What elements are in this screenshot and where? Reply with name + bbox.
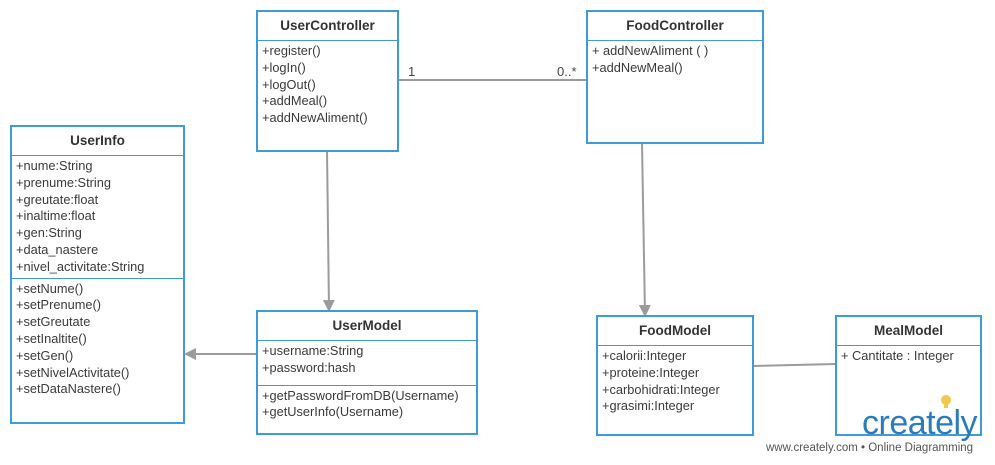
method: +logOut() <box>262 76 316 92</box>
association-foodmodel-mealmodel[interactable] <box>752 363 837 367</box>
attributes-section: + Cantitate : Integer <box>837 346 980 367</box>
attribute: +nivel_activitate:String <box>16 258 145 274</box>
attribute: +inaltime:float <box>16 208 96 224</box>
attribute: +gen:String <box>16 225 82 241</box>
attribute: +password:hash <box>262 359 356 375</box>
method: + addNewAliment ( ) <box>592 43 709 58</box>
class-foodcontroller[interactable]: FoodController + addNewAliment ( ) +addN… <box>586 10 764 144</box>
attribute: +prenume:String <box>16 174 111 190</box>
method: +setNume() <box>16 280 84 296</box>
class-name: UserModel <box>258 312 476 341</box>
method: +setGreutate <box>16 314 91 330</box>
method: +addNewMeal() <box>592 59 683 75</box>
class-usermodel[interactable]: UserModel +username:String +password:has… <box>256 310 478 435</box>
attribute: +greutate:float <box>16 191 99 207</box>
class-mealmodel[interactable]: MealModel + Cantitate : Integer <box>835 315 982 436</box>
class-userinfo[interactable]: UserInfo +nume:String +prenume:String +g… <box>10 125 185 424</box>
arrow-usercontroller-usermodel[interactable] <box>322 149 335 312</box>
attribute: +carbohidrati:Integer <box>602 381 720 397</box>
attribute: +data_nastere <box>16 241 99 257</box>
class-name: FoodController <box>588 12 762 41</box>
class-usercontroller[interactable]: UserController +register() +logIn() +log… <box>256 10 399 152</box>
lightbulb-icon <box>941 395 951 408</box>
class-name: MealModel <box>837 317 980 346</box>
method: +register() <box>262 43 321 58</box>
methods-section: + addNewAliment ( ) +addNewMeal() <box>588 41 762 79</box>
attributes-section: +calorii:Integer +proteine:Integer +carb… <box>598 346 752 417</box>
class-name: UserInfo <box>12 127 183 156</box>
method: +getUserInfo(Username) <box>262 404 404 420</box>
methods-section: +register() +logIn() +logOut() +addMeal(… <box>258 41 397 129</box>
attribute: +nume:String <box>16 158 93 173</box>
creately-tagline[interactable]: www.creately.com • Online Diagramming <box>766 442 974 454</box>
class-name: UserController <box>258 12 397 41</box>
method: +logIn() <box>262 59 306 75</box>
creately-logo[interactable]: creately <box>862 404 978 442</box>
method: +setNivelActivitate() <box>16 364 130 380</box>
attribute: +grasimi:Integer <box>602 398 695 414</box>
attribute: + Cantitate : Integer <box>841 348 954 363</box>
method: +setInaltite() <box>16 330 87 346</box>
method: +addNewAliment() <box>262 110 368 126</box>
attribute: +username:String <box>262 343 364 358</box>
attributes-section: +username:String +password:hash <box>258 341 476 385</box>
method: +setGen() <box>16 347 74 363</box>
attribute: +calorii:Integer <box>602 348 687 363</box>
class-foodmodel[interactable]: FoodModel +calorii:Integer +proteine:Int… <box>596 315 754 436</box>
method: +addMeal() <box>262 93 328 109</box>
method: +getPasswordFromDB(Username) <box>262 387 459 403</box>
attribute: +proteine:Integer <box>602 364 700 380</box>
methods-section: +setNume() +setPrenume() +setGreutate +s… <box>12 277 183 401</box>
arrow-foodcontroller-foodmodel[interactable] <box>638 142 651 317</box>
attributes-section: +nume:String +prenume:String +greutate:f… <box>12 156 183 278</box>
method: +setDataNastere() <box>16 381 121 397</box>
multiplicity-one: 1 <box>408 64 416 79</box>
methods-section: +getPasswordFromDB(Username) +getUserInf… <box>258 384 476 424</box>
method: +setPrenume() <box>16 297 101 313</box>
class-name: FoodModel <box>598 317 752 346</box>
multiplicity-many: 0..* <box>557 64 577 79</box>
